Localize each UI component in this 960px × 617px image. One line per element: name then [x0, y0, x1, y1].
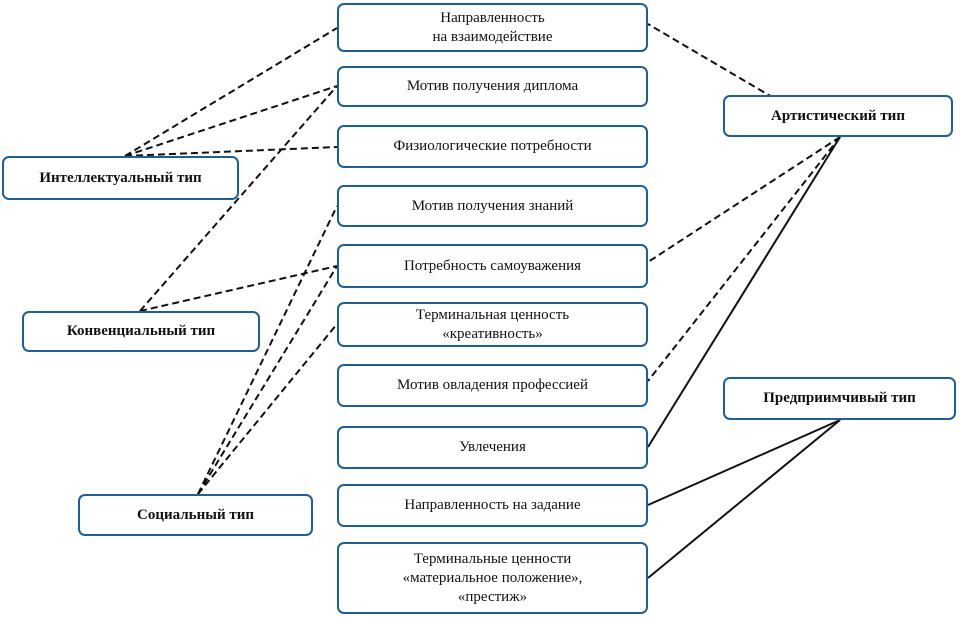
factor-box-material-prestige-values: Терминальные ценности «материальное поло…: [337, 542, 648, 614]
connector-conv-f2: [139, 85, 338, 312]
factor-box-task-orientation: Направленность на задание: [337, 484, 648, 527]
connector-intel-f3: [124, 146, 338, 157]
type-box-artistic: Артистический тип: [723, 95, 953, 137]
factor-box-self-esteem-need: Потребность самоуважения: [337, 244, 648, 288]
connector-social-f4: [197, 205, 338, 495]
connector-social-f5: [197, 265, 338, 495]
factor-box-physiological-needs: Физиологические потребности: [337, 125, 648, 168]
factor-box-profession-motive: Мотив овладения профессией: [337, 364, 648, 407]
connector-intel-f2: [124, 85, 338, 157]
connector-entre-f9: [647, 419, 841, 506]
connector-art-f5: [647, 136, 841, 263]
connector-entre-f10: [647, 419, 841, 579]
connector-art-f7: [647, 136, 841, 382]
factor-box-knowledge-motive: Мотив получения знаний: [337, 185, 648, 227]
type-box-entrepreneurial: Предприимчивый тип: [723, 377, 956, 420]
type-box-intellectual: Интеллектуальный тип: [2, 156, 239, 200]
connector-conv-f5: [139, 265, 338, 312]
connector-social-f6: [197, 323, 338, 495]
factor-box-diploma-motive: Мотив получения диплома: [337, 66, 648, 107]
factor-box-hobbies: Увлечения: [337, 426, 648, 469]
connector-intel-f1: [124, 27, 338, 157]
factor-box-interaction-orientation: Направленность на взаимодействие: [337, 3, 648, 52]
factor-box-creativity-value: Терминальная ценность «креативность»: [337, 302, 648, 347]
connector-art-f8: [647, 136, 841, 448]
type-box-social: Социальный тип: [78, 494, 313, 536]
type-box-conventional: Конвенциальный тип: [22, 311, 260, 352]
